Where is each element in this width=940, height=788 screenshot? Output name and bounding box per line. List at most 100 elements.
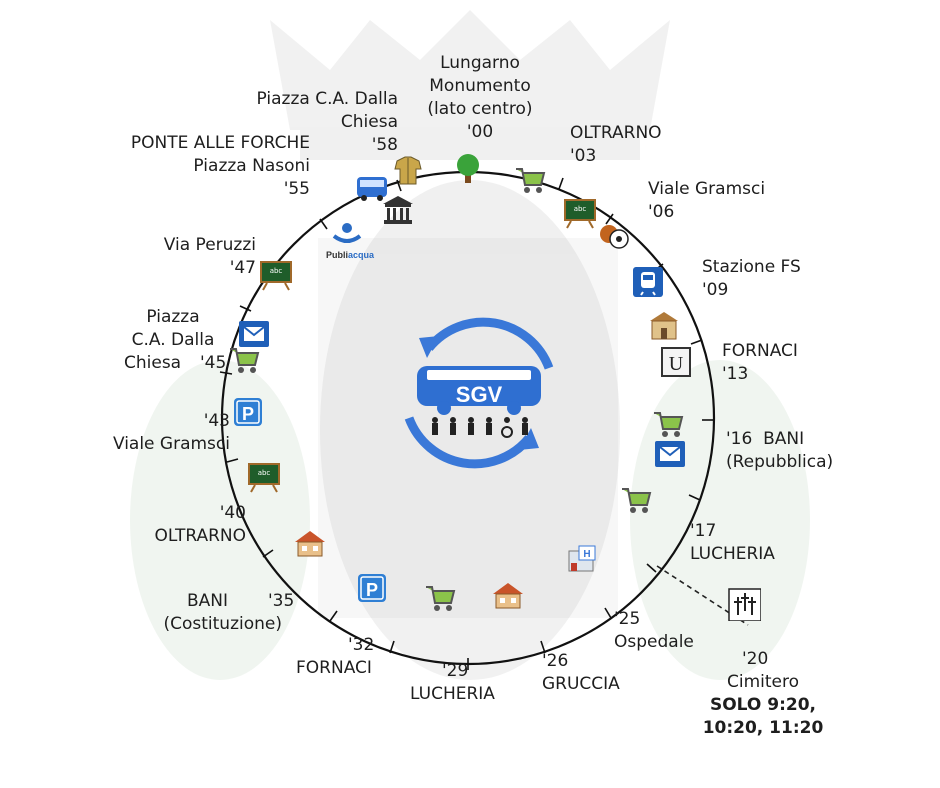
building-icon bbox=[650, 312, 678, 340]
stop-time: '13 bbox=[722, 364, 749, 384]
stop-time: '03 bbox=[570, 146, 597, 166]
stop-line: OLTRARNO bbox=[154, 526, 246, 546]
cimitero-note: SOLO 9:20, bbox=[709, 695, 817, 715]
stop-time: '09 bbox=[702, 280, 729, 300]
stop-peruzzi-47: Via Peruzzi '47 bbox=[130, 234, 256, 280]
stop-gramsci-43: '43 Viale Gramsci bbox=[100, 410, 230, 456]
stop-lungarno: Lungarno Monumento (lato centro) '00 bbox=[420, 52, 540, 144]
parking-icon: P bbox=[234, 398, 262, 426]
stop-gruccia-26: '26 GRUCCIA bbox=[542, 650, 620, 696]
stop-time: '26 bbox=[542, 651, 569, 671]
house-icon bbox=[493, 583, 523, 609]
stop-time: '43 bbox=[203, 411, 230, 431]
stop-line: Monumento bbox=[429, 76, 531, 96]
stop-time: '25 bbox=[614, 609, 641, 629]
svg-text:abc: abc bbox=[574, 205, 587, 213]
stop-line: Stazione FS bbox=[702, 257, 801, 277]
stop-time: '00 bbox=[466, 122, 494, 142]
clothes-shop-icon bbox=[394, 156, 422, 185]
stop-gramsci-06: Viale Gramsci '06 bbox=[648, 178, 765, 224]
stop-line: OLTRARNO bbox=[570, 123, 662, 143]
stop-line: (Repubblica) bbox=[726, 452, 834, 472]
logo-arrow-bottom bbox=[404, 416, 533, 469]
stop-line: FORNACI bbox=[722, 341, 798, 361]
stop-line: Cimitero bbox=[726, 672, 800, 692]
cemetery-icon bbox=[728, 588, 761, 621]
mail-icon bbox=[655, 441, 685, 467]
stop-time: '06 bbox=[648, 202, 675, 222]
school-icon: abc bbox=[260, 261, 292, 291]
svg-text:abc: abc bbox=[258, 469, 271, 477]
stop-line: Ospedale bbox=[614, 632, 694, 652]
stop-time: '55 bbox=[283, 179, 310, 199]
stop-line: BANI bbox=[186, 591, 228, 611]
publiacqua-icon bbox=[332, 223, 362, 243]
tree-icon bbox=[457, 154, 479, 183]
stop-time: '45 bbox=[200, 353, 227, 373]
mail-icon bbox=[239, 321, 269, 347]
cimitero-note: 10:20, 11:20 bbox=[702, 718, 824, 738]
stop-lucheria-29: '29 LUCHERIA bbox=[410, 660, 495, 706]
museum-icon bbox=[383, 196, 413, 224]
stop-line: '16 BANI bbox=[726, 429, 805, 449]
shopping-cart-icon bbox=[230, 348, 260, 373]
stop-line: Via Peruzzi bbox=[163, 235, 256, 255]
stop-bani-16: '16 BANI (Repubblica) bbox=[726, 428, 833, 474]
shopping-cart-icon bbox=[426, 586, 456, 611]
stop-line: Piazza C.A. Dalla bbox=[256, 89, 398, 109]
stop-line: C.A. Dalla bbox=[131, 330, 215, 350]
house-icon bbox=[295, 531, 325, 557]
school-icon: abc bbox=[248, 463, 280, 493]
stop-time-45: '45 bbox=[200, 352, 226, 375]
university-icon: U bbox=[661, 347, 691, 377]
stop-line: LUCHERIA bbox=[690, 544, 775, 564]
publiacqua-part2: acqua bbox=[348, 250, 375, 260]
stop-line: Chiesa bbox=[124, 353, 182, 373]
stop-bani-35: BANI (Costituzione) bbox=[148, 590, 282, 636]
logo-arrow-top bbox=[425, 317, 554, 370]
shopping-cart-icon bbox=[622, 488, 652, 513]
stop-line: Lungarno bbox=[440, 53, 520, 73]
stop-piazza-58: Piazza C.A. Dalla Chiesa '58 bbox=[232, 88, 398, 157]
stop-oltrarno-40: '40 OLTRARNO bbox=[140, 502, 246, 548]
stop-fornaci-13: FORNACI '13 bbox=[722, 340, 798, 386]
stop-line: (Costituzione) bbox=[163, 614, 282, 634]
stop-line: Piazza Nasoni bbox=[193, 156, 310, 176]
stop-time: '40 bbox=[219, 503, 246, 523]
stop-time: '32 bbox=[348, 635, 375, 655]
sport-balls-icon bbox=[600, 225, 629, 249]
stop-stazione-09: Stazione FS '09 bbox=[702, 256, 801, 302]
stop-time: '17 bbox=[690, 521, 717, 541]
stop-time: '47 bbox=[229, 258, 256, 278]
shopping-cart-icon bbox=[516, 168, 546, 193]
train-station-icon bbox=[633, 267, 663, 297]
stop-time: '35 bbox=[268, 591, 295, 611]
parking-icon: P bbox=[358, 574, 386, 602]
stop-line: FORNACI bbox=[296, 658, 372, 678]
shopping-cart-icon bbox=[654, 412, 684, 437]
stop-time: '29 bbox=[442, 661, 469, 681]
svg-text:U: U bbox=[669, 353, 684, 375]
stop-line: Viale Gramsci bbox=[648, 179, 766, 199]
publiacqua-logo: Publiacqua bbox=[326, 222, 374, 262]
stop-fornaci-32: '32 FORNACI bbox=[296, 634, 374, 680]
stop-time: '58 bbox=[371, 135, 398, 155]
stop-line: (lato centro) bbox=[427, 99, 533, 119]
stop-line: PONTE ALLE FORCHE bbox=[130, 133, 310, 153]
stop-ospedale-25: '25 Ospedale bbox=[614, 608, 694, 654]
publiacqua-part1: Publi bbox=[326, 250, 348, 260]
stop-lucheria-17: '17 LUCHERIA bbox=[690, 520, 775, 566]
stop-line: Chiesa bbox=[340, 112, 398, 132]
stop-time: '20 bbox=[742, 649, 769, 669]
stop-line: Viale Gramsci bbox=[112, 434, 230, 454]
school-icon: abc bbox=[564, 199, 596, 229]
svg-text:abc: abc bbox=[270, 267, 283, 275]
stop-oltrarno-03: OLTRARNO '03 bbox=[570, 122, 662, 168]
bus-icon bbox=[357, 177, 387, 201]
stop-piazza-45: Piazza C.A. Dalla Chiesa bbox=[118, 306, 228, 375]
logo-text: SGV bbox=[456, 382, 503, 407]
stop-line: LUCHERIA bbox=[410, 684, 495, 704]
stop-time-35: '35 bbox=[268, 590, 294, 613]
hospital-icon: H bbox=[568, 545, 596, 572]
